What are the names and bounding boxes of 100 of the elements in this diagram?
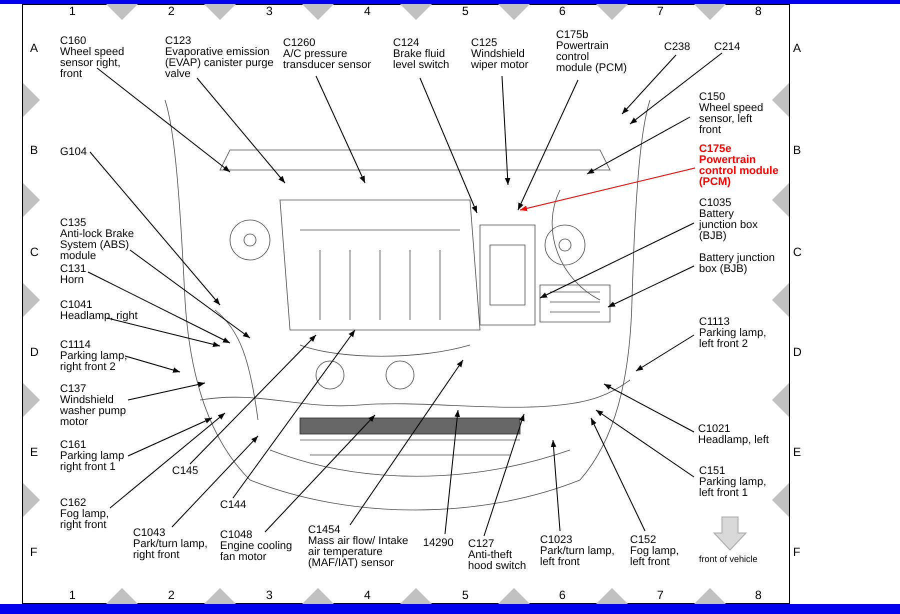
callout-label: C144 <box>220 500 248 511</box>
grid-reference: F <box>793 546 800 559</box>
callout-label: Headlamp, left <box>698 435 770 446</box>
leader-line <box>502 76 510 186</box>
grid-reference: F <box>30 546 38 559</box>
grid-reference: 4 <box>364 5 371 18</box>
leader-line <box>110 412 226 508</box>
callout-label: Anti-lock Brake System (ABS) module <box>60 229 135 262</box>
leader-line <box>484 414 524 536</box>
connector-code: C127 <box>468 539 496 550</box>
connector-code: C123 <box>165 36 192 47</box>
callout-label: Park/turn lamp, left front <box>540 546 616 568</box>
leader-line <box>196 78 286 184</box>
callout-label: Horn <box>60 275 85 286</box>
connector-code: C1023 <box>540 535 574 546</box>
connector-code: C161 <box>60 440 88 451</box>
callout-label: 14290 <box>423 538 455 549</box>
leader-line <box>608 266 694 308</box>
connector-code: C131 <box>60 264 88 275</box>
grid-reference: D <box>793 346 802 359</box>
connector-code: C125 <box>471 38 498 49</box>
grid-reference: E <box>793 446 802 459</box>
leader-line <box>128 418 212 456</box>
leader-line <box>518 80 578 210</box>
callout-label: Engine cooling fan motor <box>220 541 294 563</box>
callout-label: Battery junction box (BJB) <box>699 209 759 242</box>
connector-code: C1113 <box>699 317 731 328</box>
grid-reference: 8 <box>755 5 762 18</box>
grid-reference: B <box>30 144 38 157</box>
grid-reference: 5 <box>462 589 469 602</box>
grid-reference: E <box>30 446 38 459</box>
leader-line <box>622 54 676 114</box>
leader-line <box>596 410 694 478</box>
leader-line <box>96 68 230 172</box>
leader-line <box>172 436 258 528</box>
callout-label: Windshield wiper motor <box>471 49 530 71</box>
connector-code: C135 <box>60 218 88 229</box>
leader-line <box>636 334 694 372</box>
callout-label: Mass air flow/ Intake air temperature (MAF/IAT) sensor <box>308 536 410 569</box>
leader-line <box>232 330 356 498</box>
callout-label: C214 <box>714 42 742 53</box>
connector-code: C175e <box>699 144 732 155</box>
caption: front of vehicle <box>699 553 758 566</box>
connector-code: C151 <box>699 466 726 477</box>
connector-code: C162 <box>60 498 88 509</box>
callout-label: Windshield washer pump motor <box>60 395 128 428</box>
connector-code: C1260 <box>283 38 316 49</box>
callout-label: Powertrain control module (PCM) <box>699 155 779 188</box>
leader-line <box>106 318 220 348</box>
callout-label: Evaporative emission (EVAP) canister purge valve <box>165 47 275 80</box>
leader-line <box>350 360 464 526</box>
connector-code: C175b <box>556 30 590 41</box>
grid-reference: C <box>30 246 39 259</box>
leader-line <box>264 414 376 532</box>
grid-reference: A <box>30 42 38 55</box>
grid-reference: 7 <box>657 5 664 18</box>
leader-line <box>590 418 646 532</box>
connector-code: C1041 <box>60 300 94 311</box>
callout-label: Parking lamp, right front 2 <box>60 351 128 373</box>
grid-reference: 6 <box>559 589 566 602</box>
callout-label: Wheel speed sensor, left front <box>699 103 764 136</box>
grid-reference: B <box>793 144 802 157</box>
leader-line <box>444 410 460 534</box>
leader-line <box>550 440 560 532</box>
leader-line <box>604 384 694 432</box>
leader-line <box>90 152 220 306</box>
leader-line <box>124 356 180 373</box>
leader-line <box>586 116 690 174</box>
grid-reference: 2 <box>168 5 175 18</box>
callout-label: Parking lamp right front 1 <box>60 451 126 473</box>
callout-label: Parking lamp, left front 1 <box>699 477 768 499</box>
leader-line <box>88 272 230 344</box>
leader-line <box>316 76 366 184</box>
leader-line <box>420 78 478 214</box>
callout-label: A/C pressure transducer sensor <box>283 49 372 71</box>
connector-code: C152 <box>630 535 658 546</box>
callout-label: Headlamp, right <box>60 311 139 322</box>
connector-code: C1454 <box>308 525 342 536</box>
grid-reference: 8 <box>755 589 762 602</box>
grid-reference: D <box>30 346 39 359</box>
connector-code: C1021 <box>698 424 732 435</box>
grid-reference: 3 <box>266 5 273 18</box>
grid-reference: 4 <box>364 589 371 602</box>
callout-label: Anti-theft hood switch <box>468 550 528 572</box>
grid-reference: C <box>793 246 802 259</box>
callout-label: Fog lamp, left front <box>630 546 680 568</box>
leader-line <box>190 334 316 464</box>
callout-label: Brake fluid level switch <box>393 49 450 71</box>
connector-code: C124 <box>393 38 420 49</box>
callout-label: Powertrain control module (PCM) <box>556 41 627 74</box>
connector-code: C1114 <box>60 340 92 351</box>
callout-label: Battery junction box (BJB) <box>699 253 776 275</box>
grid-reference: 5 <box>462 5 469 18</box>
grid-reference: 3 <box>266 589 273 602</box>
connector-code: C1048 <box>220 530 254 541</box>
leader-line <box>540 222 694 298</box>
callout-label: C238 <box>664 42 692 53</box>
grid-reference: A <box>793 42 802 55</box>
connector-code: C160 <box>60 36 88 47</box>
grid-reference: 2 <box>168 589 175 602</box>
